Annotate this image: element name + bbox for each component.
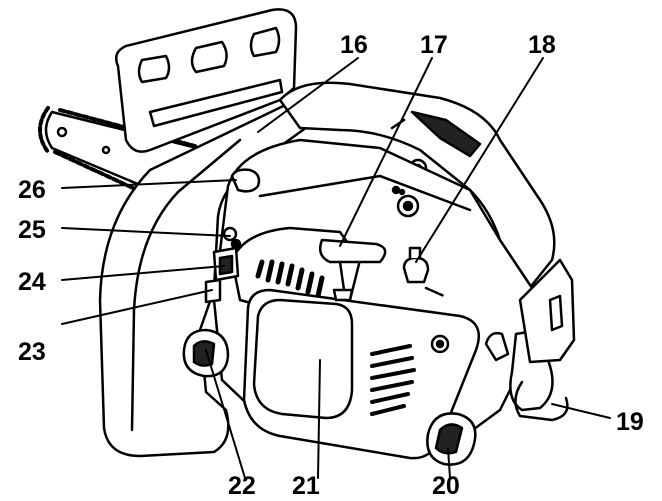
control-lever — [204, 246, 240, 304]
callout-22: 22 — [228, 472, 256, 500]
callout-17: 17 — [420, 31, 448, 59]
callout-23: 23 — [18, 338, 46, 366]
starter-handle — [319, 238, 387, 302]
callout-26: 26 — [18, 176, 46, 204]
callout-18: 18 — [528, 31, 556, 59]
callout-16: 16 — [340, 31, 368, 59]
callout-21: 21 — [292, 472, 320, 500]
callout-25: 25 — [18, 216, 46, 244]
chain-brake-knob — [230, 168, 261, 193]
rear-housing — [518, 258, 576, 364]
callout-20: 20 — [432, 472, 460, 500]
leader-lines — [61, 57, 611, 479]
callout-19: 19 — [616, 408, 644, 436]
callout-24: 24 — [18, 268, 46, 296]
bar-nuts — [222, 226, 242, 250]
fuel-cap — [426, 412, 477, 466]
choke-control — [402, 246, 446, 298]
chain-brake-guard — [115, 8, 298, 153]
front-handle — [98, 95, 330, 458]
